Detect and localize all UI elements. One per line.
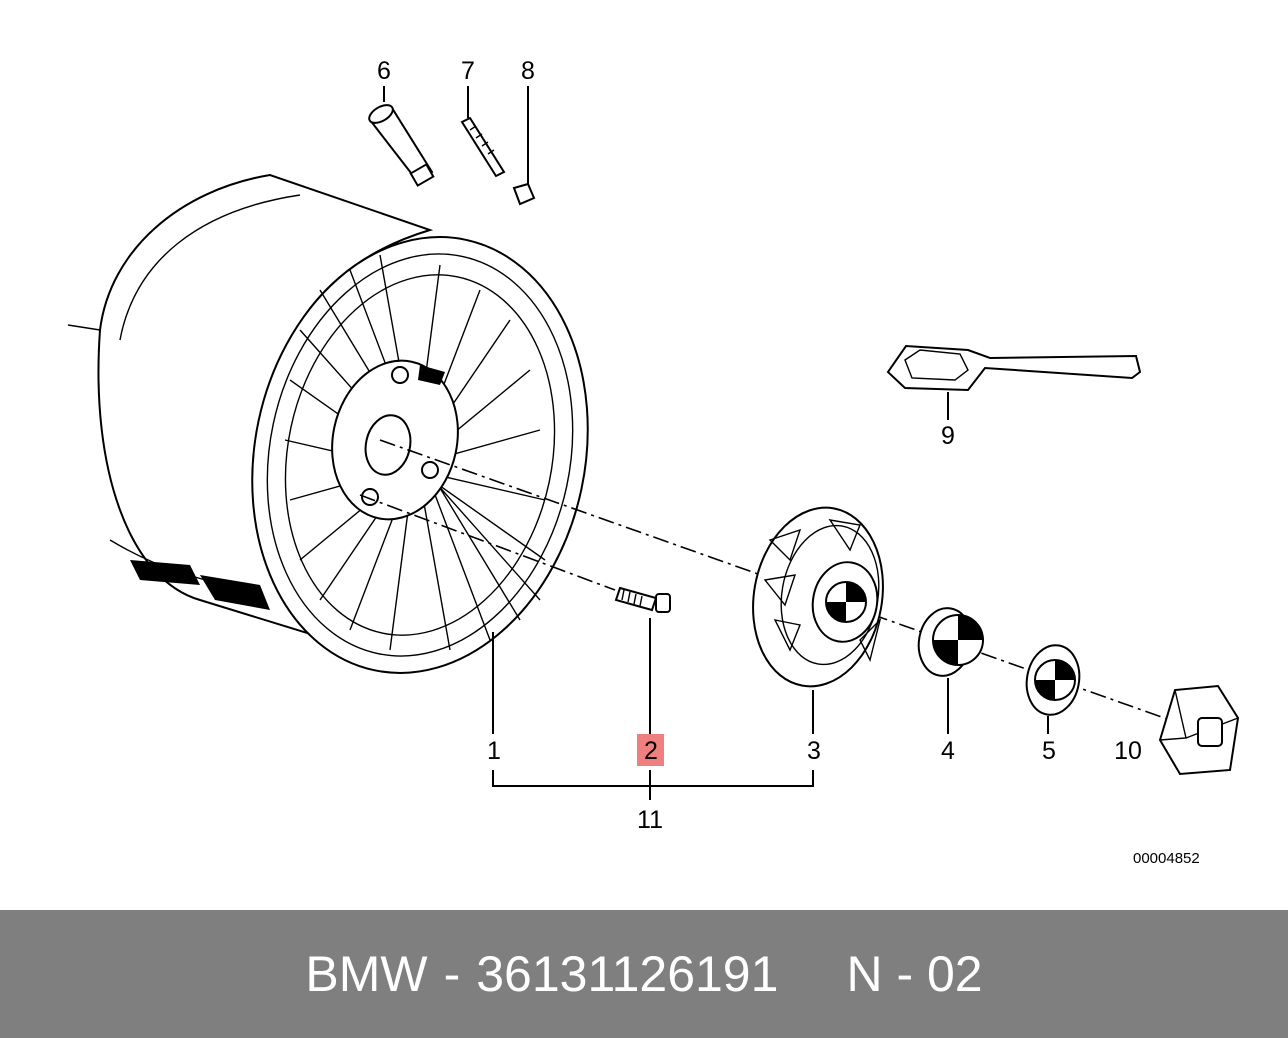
- wheel-bolt-illustration: [614, 586, 671, 613]
- brand-label: BMW: [305, 946, 428, 1002]
- callout-7: 7: [461, 57, 475, 85]
- callout-10: 10: [1114, 737, 1142, 765]
- callout-5: 5: [1042, 737, 1056, 765]
- valve-cap-illustration: [512, 182, 536, 206]
- highlight-box: [637, 734, 664, 766]
- callout-6: 6: [377, 57, 391, 85]
- callout-11: 11: [637, 806, 663, 834]
- part-number: 36131126191: [476, 946, 779, 1002]
- leader-lines: [383, 86, 1049, 800]
- position-label: N - 02: [846, 946, 983, 1002]
- separator: -: [443, 946, 461, 1002]
- wheel-rim-illustration: [67, 173, 589, 674]
- hex-nut-illustration: [1158, 684, 1240, 776]
- emblem-with-ring-illustration: [917, 607, 984, 677]
- callout-2: 2: [644, 737, 658, 765]
- part-number-banner: BMW - 36131126191 N - 02: [0, 910, 1288, 1038]
- valve-stem-illustration: [368, 104, 435, 187]
- diagram-reference-number: 00004852: [1133, 850, 1200, 867]
- hub-cover-illustration: [752, 506, 884, 688]
- emblem-illustration: [1025, 644, 1081, 716]
- wrench-illustration: [886, 344, 1142, 392]
- callout-9: 9: [941, 422, 955, 450]
- callout-3: 3: [807, 737, 821, 765]
- callout-1: 1: [487, 737, 501, 765]
- callout-8: 8: [521, 57, 535, 85]
- valve-insert-illustration: [460, 116, 506, 178]
- parts-diagram: 6 7 8 9 1 2 3 4 5 10 11 00004852: [67, 57, 1240, 867]
- callout-4: 4: [941, 737, 955, 765]
- bolt-axis-line: [359, 494, 616, 591]
